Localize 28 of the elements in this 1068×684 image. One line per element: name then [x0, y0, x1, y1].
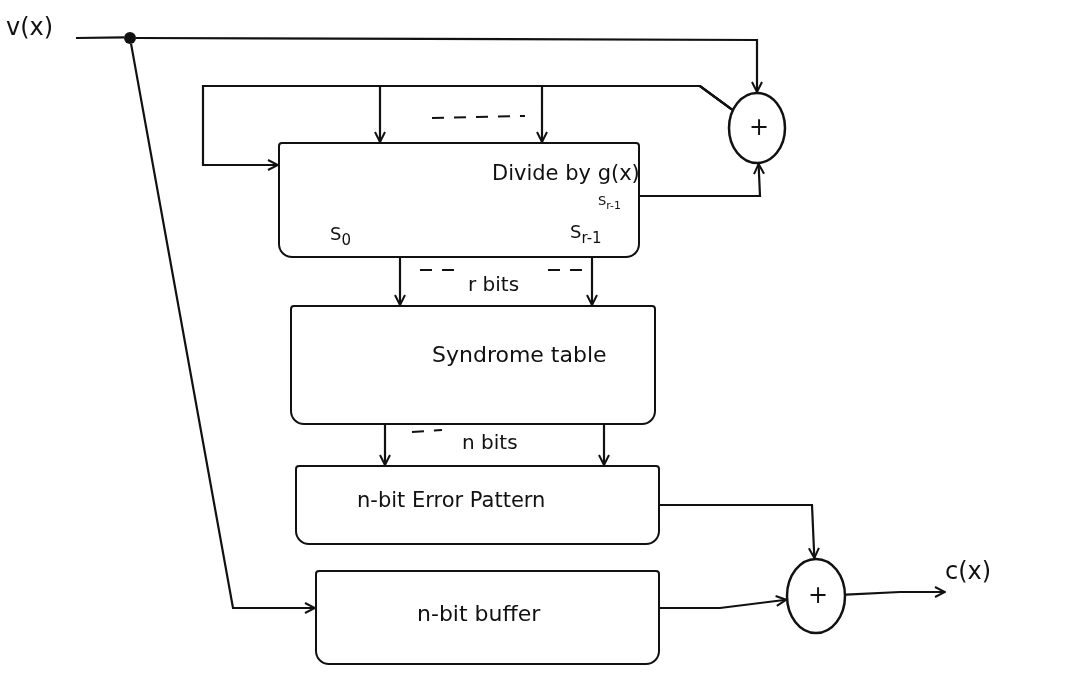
block-label: S$_{r-1}$ [598, 194, 621, 212]
arrow [845, 586, 946, 598]
bus-width-label: n bits [462, 430, 518, 454]
block-label: Divide by g(x) [492, 162, 640, 186]
arrow [379, 425, 391, 466]
arrow [394, 258, 406, 306]
block-label: S$_{r-1}$ [570, 222, 602, 247]
output-label: c(x) [945, 558, 992, 585]
error-pattern-block [295, 465, 660, 545]
buffer-block [315, 570, 660, 665]
arrow [586, 258, 598, 306]
bus-width-label: r bits [468, 272, 520, 296]
plus-sign: + [749, 114, 770, 141]
arrow [660, 503, 820, 560]
syndrome-table-block [290, 305, 656, 425]
divider-block [278, 142, 640, 258]
arrow [130, 43, 316, 614]
block-label: Syndrome table [432, 343, 607, 368]
arrow [598, 425, 610, 466]
block-label: n-bit Error Pattern [357, 489, 546, 513]
arrow [136, 36, 763, 93]
plus-sign: + [808, 582, 829, 609]
block-label: S$_{0}$ [330, 224, 351, 249]
arrow [640, 162, 765, 198]
arrow [660, 595, 788, 610]
input-label: v(x) [6, 14, 54, 41]
block-label: n-bit buffer [417, 602, 541, 627]
arrow [536, 84, 733, 143]
